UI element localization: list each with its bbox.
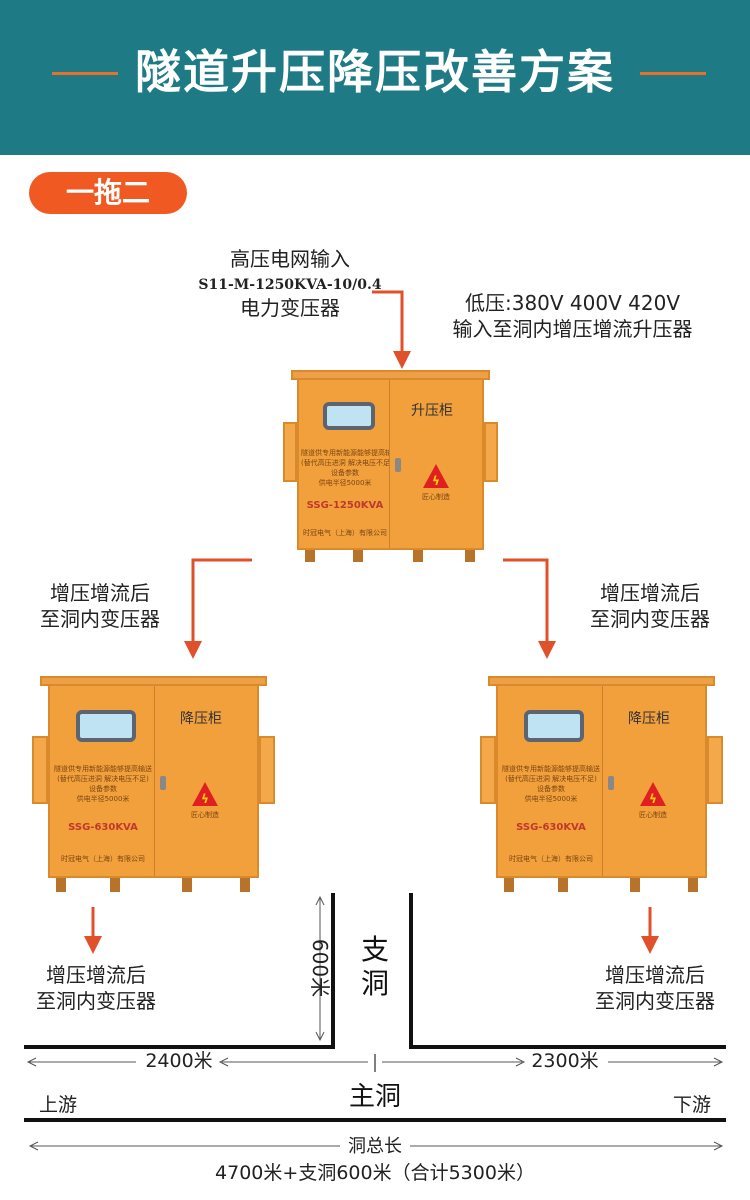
cabinet-side-left <box>283 422 297 482</box>
header-banner <box>0 0 750 155</box>
door-handle <box>395 458 401 472</box>
low-voltage-label: 低压:380V 400V 420V <box>464 291 681 315</box>
cabinet-leg <box>56 878 66 892</box>
step-down-cabinet-left: 降压柜 隧道供专用新能源能够提高输送电源 (替代高压进洞 解决电压不足) 设备参… <box>32 676 275 896</box>
total-length-value: 4700米+支洞600米（合计5300米） <box>215 1162 535 1184</box>
cabinet-desc: 供电半径5000米 <box>318 479 372 487</box>
cabinet-leg <box>688 878 698 892</box>
cabinet-side-right <box>484 422 498 482</box>
cabinet-desc: 隧道供专用新能源能够提高输送电源 <box>54 765 152 773</box>
cabinet-door-seam <box>154 686 155 876</box>
cabinet-leg <box>413 550 423 562</box>
cabinet-leg <box>353 550 363 562</box>
cabinet-desc: (替代高压进洞 解决电压不足) <box>505 775 597 783</box>
cabinet-door-seam <box>602 686 603 876</box>
cabinet-leg <box>465 550 475 562</box>
upstream-label: 上游 <box>38 1094 77 1116</box>
flow-label-bottom-left: 增压增流后 <box>46 963 146 987</box>
cabinet-model: SSG-630KVA <box>68 822 138 833</box>
flow-label-bottom-right: 增压增流后 <box>605 963 705 987</box>
branch-tunnel-label-2: 洞 <box>360 967 389 1000</box>
cabinet-side-left <box>32 736 48 804</box>
mode-badge: 一拖二 <box>29 172 187 214</box>
cabinet-desc: 供电半径5000米 <box>524 795 578 803</box>
branch-tunnel-label-1: 支 <box>360 933 389 966</box>
transformer-label: 电力变压器 <box>240 296 340 320</box>
low-voltage-desc: 输入至洞内增压增流升压器 <box>452 317 693 341</box>
door-handle <box>160 776 166 790</box>
high-voltage-warning-icon <box>640 782 666 806</box>
cabinet-window <box>76 710 136 742</box>
high-voltage-warning-icon <box>192 782 218 806</box>
cabinet-desc: 供电半径5000米 <box>76 795 130 803</box>
cabinet-desc: 设备参数 <box>331 469 359 477</box>
flow-label-bottom-right-2: 至洞内变压器 <box>595 989 715 1013</box>
cabinet-model: SSG-1250KVA <box>306 500 384 511</box>
cabinet-desc: 设备参数 <box>89 785 117 793</box>
cabinet-window <box>524 710 584 742</box>
cabinet-name: 升压柜 <box>411 403 453 419</box>
cabinet-name: 降压柜 <box>180 711 222 727</box>
cabinet-door-seam <box>389 380 390 548</box>
cabinet-window <box>323 402 375 430</box>
bolt-icon: ϟ <box>201 792 209 806</box>
cabinet-desc: (替代高压进洞 解决电压不足) <box>301 459 389 467</box>
cabinet-leg <box>630 878 640 892</box>
cabinet-desc: 设备参数 <box>537 785 565 793</box>
flow-label-mid-left-2: 至洞内变压器 <box>40 607 160 631</box>
door-handle <box>608 776 614 790</box>
cabinet-side-right <box>259 736 275 804</box>
input-label: 高压电网输入 <box>230 247 350 271</box>
page-title: 隧道升压降压改善方案 <box>135 45 615 99</box>
cabinet-maker: 时冠电气（上海）有限公司 <box>61 855 145 863</box>
flow-label-mid-left: 增压增流后 <box>50 581 150 605</box>
cabinet-leg <box>504 878 514 892</box>
branch-tunnel-wall-right <box>409 893 726 1049</box>
total-length-label: 洞总长 <box>348 1136 402 1157</box>
cabinet-leg <box>558 878 568 892</box>
cabinet-desc: 隧道供专用新能源能够提高输送电源 <box>502 765 600 773</box>
downstream-label: 下游 <box>672 1094 711 1116</box>
branch-length-label: 600米 <box>308 938 332 998</box>
cabinet-body <box>297 378 484 550</box>
step-up-cabinet: 升压柜 隧道供专用新能源能够提高输送电源 (替代高压进洞 解决电压不足) 设备参… <box>283 370 498 565</box>
header-decor-left <box>52 72 118 75</box>
cabinet-desc: 隧道供专用新能源能够提高输送电源 <box>301 449 389 457</box>
flow-label-mid-right-2: 至洞内变压器 <box>590 607 710 631</box>
cabinet-maker: 时冠电气（上海）有限公司 <box>509 855 593 863</box>
high-voltage-warning-icon <box>423 464 449 488</box>
step-down-cabinet-right: 降压柜 隧道供专用新能源能够提高输送电源 (替代高压进洞 解决电压不足) 设备参… <box>480 676 723 896</box>
input-arrow <box>372 290 411 369</box>
left-length-label: 2400米 <box>145 1050 213 1072</box>
bolt-icon: ϟ <box>649 792 657 806</box>
cabinet-maker: 时冠电气（上海）有限公司 <box>303 529 387 537</box>
main-tunnel-label: 主洞 <box>348 1082 401 1112</box>
right-flow-arrow <box>503 558 556 659</box>
left-flow-arrow <box>184 558 252 659</box>
flow-label-mid-right: 增压增流后 <box>600 581 700 605</box>
header-decor-right <box>640 72 706 75</box>
cabinet-side-left <box>480 736 496 804</box>
flow-label-bottom-left-2: 至洞内变压器 <box>36 989 156 1013</box>
cabinet-logo: 匠心制造 <box>191 811 219 819</box>
cabinet-leg <box>305 550 315 562</box>
cabinet-leg <box>110 878 120 892</box>
right-length-label: 2300米 <box>531 1050 599 1072</box>
cabinet-leg <box>182 878 192 892</box>
cabinet-logo: 匠心制造 <box>639 811 667 819</box>
cabinet-leg <box>240 878 250 892</box>
cabinet-side-right <box>707 736 723 804</box>
cabinet-desc: (替代高压进洞 解决电压不足) <box>57 775 149 783</box>
transformer-model: S11-M-1250KVA-10/0.4 <box>198 277 382 293</box>
branch-tunnel-wall-left <box>24 893 335 1049</box>
cabinet-logo: 匠心制造 <box>422 493 450 501</box>
cabinet-name: 降压柜 <box>628 711 670 727</box>
bolt-icon: ϟ <box>432 474 440 488</box>
cabinet-model: SSG-630KVA <box>516 822 586 833</box>
